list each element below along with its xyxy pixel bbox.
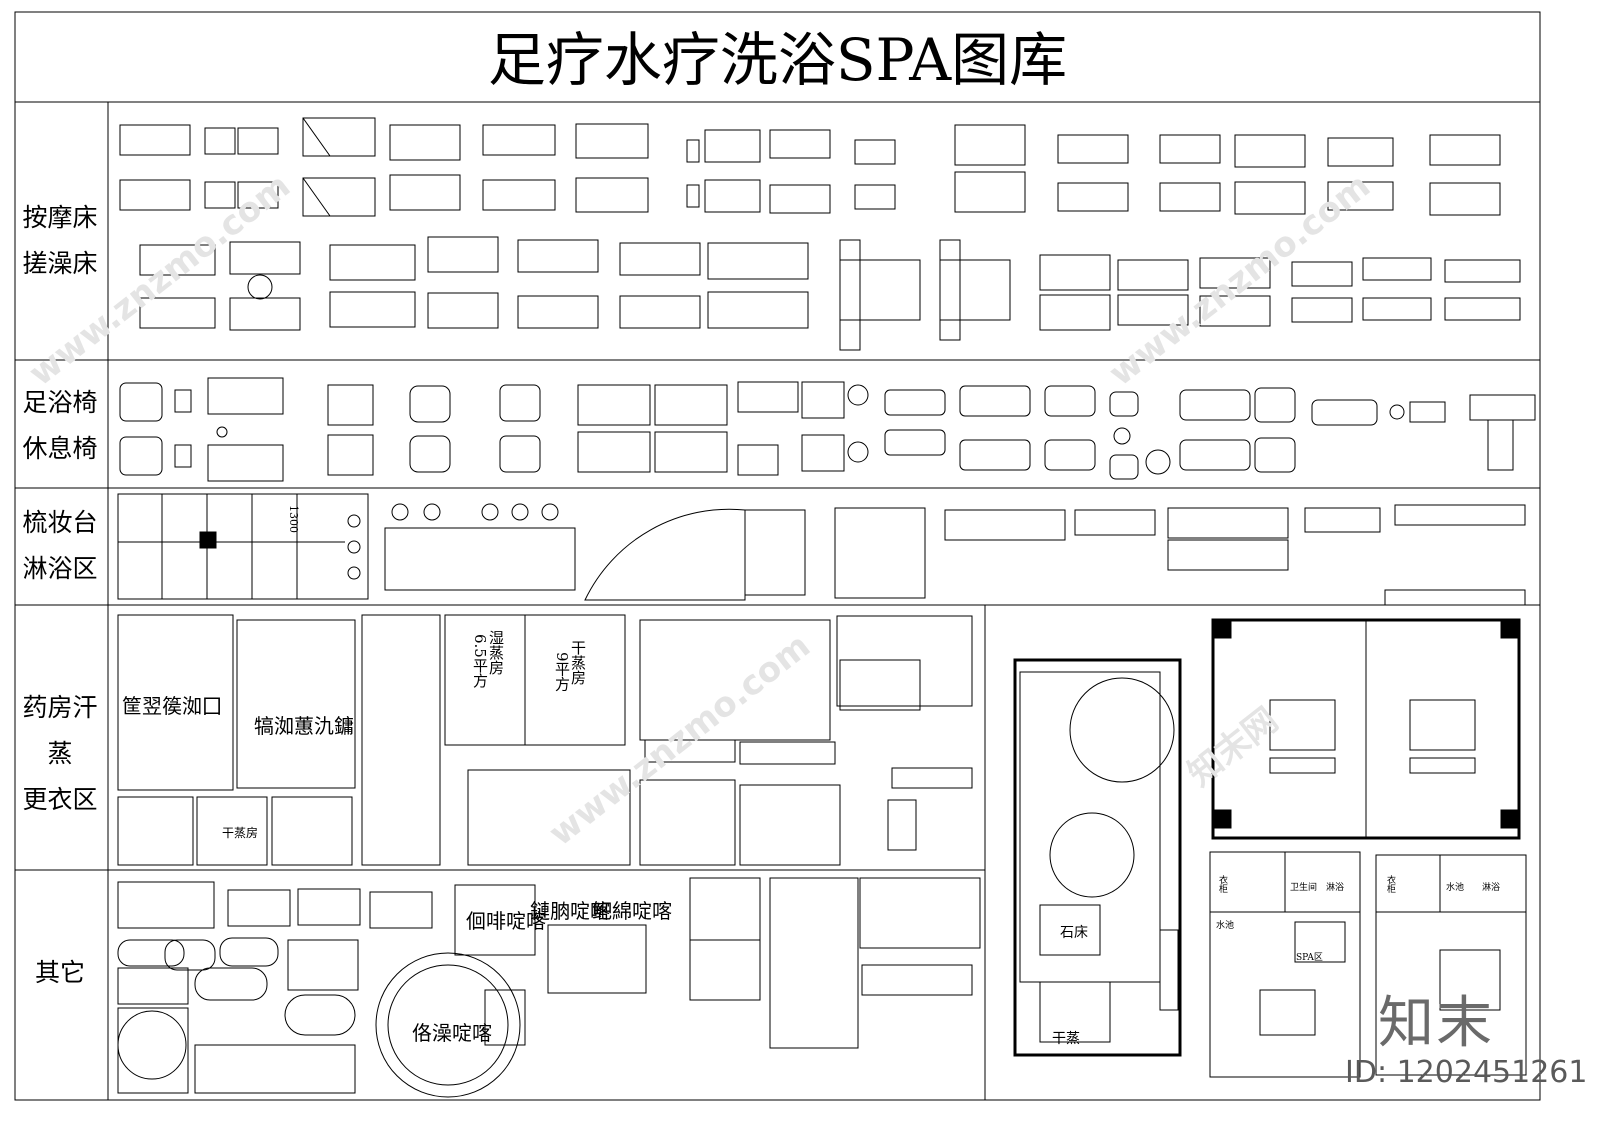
sheet-frame bbox=[14, 11, 1541, 1101]
category-label-other: 其它 bbox=[14, 950, 106, 996]
room-label: 湿蒸房 bbox=[487, 630, 505, 675]
room-label: 鲃綿啶喀 bbox=[592, 899, 672, 923]
room-label: 佫澡啶喀 bbox=[412, 1021, 492, 1045]
category-label-massage: 按摩床 搓澡床 bbox=[14, 195, 106, 287]
category-label-line: 淋浴区 bbox=[22, 554, 98, 583]
pool-table bbox=[547, 924, 647, 994]
room-label: 犒洳蕙氿鏞 bbox=[254, 714, 354, 738]
bed-group bbox=[119, 117, 1501, 217]
room-label: 淋浴 bbox=[1482, 883, 1501, 893]
room-label: 干蒸 bbox=[1052, 1031, 1080, 1047]
category-label-line: 搓澡床 bbox=[22, 249, 98, 278]
massage-bed-symbols bbox=[119, 117, 1521, 351]
room-label: 水池 bbox=[1216, 921, 1235, 931]
category-label-line: 足浴椅 bbox=[22, 388, 98, 417]
room-label: 淋浴 bbox=[1326, 883, 1345, 893]
watermark-id: ID: 1202451261 bbox=[1345, 1055, 1588, 1090]
room-label: 干蒸房 bbox=[222, 826, 259, 840]
sauna-locker-symbols bbox=[117, 614, 973, 866]
room-label: 衣柜 bbox=[1217, 875, 1227, 893]
bed-group-lower bbox=[139, 236, 1521, 351]
round-vanity bbox=[584, 508, 746, 601]
category-label-line: 梳妆台 bbox=[22, 508, 98, 537]
dimension-label: 1300 bbox=[287, 505, 300, 533]
category-label-line: 药房汗蒸 bbox=[22, 693, 98, 768]
room-label: 水池 bbox=[1446, 883, 1465, 893]
category-label-sauna: 药房汗蒸 更衣区 bbox=[14, 685, 106, 823]
steam-room-plan bbox=[1013, 658, 1182, 1057]
category-label-line: 按摩床 bbox=[22, 203, 98, 232]
room-label: 筐翌篌洳囗 bbox=[122, 694, 222, 718]
room-label: 佪啡啶喀 bbox=[466, 909, 546, 933]
room-label: 9平方 bbox=[553, 652, 571, 692]
room-plans bbox=[1013, 618, 1527, 1078]
room-label: SPA区 bbox=[1296, 953, 1323, 963]
room-label: 石床 bbox=[1060, 925, 1088, 941]
room-label: 干蒸房 bbox=[569, 640, 587, 685]
shower-block bbox=[117, 493, 369, 600]
vanity-shower-symbols bbox=[117, 493, 1526, 606]
other-fixture-symbols bbox=[117, 877, 981, 1098]
watermark-logo: 知末 bbox=[1378, 991, 1494, 1056]
foot-bath-chair-symbols bbox=[119, 377, 1536, 482]
page-title: 足疗水疗洗浴SPA图库 bbox=[487, 26, 1068, 94]
category-label-vanity: 梳妆台 淋浴区 bbox=[14, 500, 106, 592]
category-label-line: 其它 bbox=[34, 958, 85, 987]
category-label-foot: 足浴椅 休息椅 bbox=[14, 380, 106, 472]
spa-suite-plan-2 bbox=[1375, 854, 1527, 1076]
room-label: 卫生间 bbox=[1290, 883, 1318, 893]
room-label: 6.5平方 bbox=[471, 634, 489, 688]
category-label-line: 更衣区 bbox=[22, 785, 98, 814]
category-label-line: 休息椅 bbox=[22, 434, 98, 463]
room-label: 鏈朒啶喀 bbox=[530, 899, 610, 923]
room-label: 衣柜 bbox=[1385, 875, 1395, 893]
